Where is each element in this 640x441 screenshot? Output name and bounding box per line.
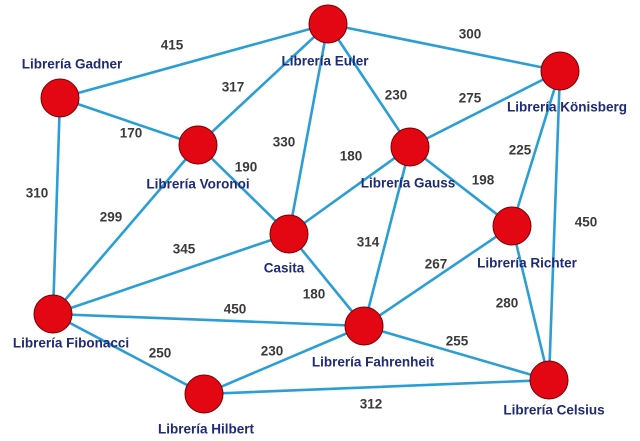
edge-weight-konisberg-richter: 225 — [509, 143, 532, 158]
edge-weight-fahrenheit-hilbert: 230 — [261, 344, 284, 359]
edge-voronoi-casita — [196, 143, 291, 236]
edge-weight-voronoi-casita: 190 — [235, 160, 258, 175]
edge-richter-celsius — [510, 224, 551, 382]
edge-gauss-richter — [408, 145, 514, 228]
edge-weight-hilbert-celsius: 312 — [360, 397, 383, 412]
edge-weight-fibonacci-fahrenheit: 450 — [224, 302, 247, 317]
edge-euler-voronoi — [196, 22, 330, 147]
edge-fahrenheit-hilbert — [202, 324, 366, 396]
edge-weight-konisberg-celsius: 450 — [575, 215, 598, 230]
edge-gadner-fibonacci — [51, 96, 62, 316]
edge-weight-gadner-euler: 415 — [161, 38, 184, 53]
node-label-richter: Librería Richter — [477, 256, 578, 271]
edge-casita-fahrenheit — [287, 232, 366, 328]
edge-weight-casita-fahrenheit: 180 — [303, 287, 326, 302]
edge-fibonacci-hilbert — [51, 312, 206, 396]
edge-euler-konisberg — [326, 22, 562, 73]
node-richter — [492, 206, 532, 246]
node-hilbert — [184, 374, 224, 414]
node-label-celsius: Librería Celsius — [503, 403, 604, 418]
edge-gauss-fahrenheit — [362, 145, 412, 328]
node-label-euler: Librería Euler — [281, 54, 369, 69]
nodes-layer — [33, 4, 580, 414]
edge-weight-euler-gauss: 230 — [385, 88, 408, 103]
node-konisberg — [540, 51, 580, 91]
node-casita — [269, 214, 309, 254]
edge-casita-fibonacci — [51, 232, 291, 316]
edge-weight-richter-fahrenheit: 267 — [425, 257, 448, 272]
edge-fahrenheit-celsius — [362, 324, 551, 382]
edge-weight-fibonacci-hilbert: 250 — [149, 346, 172, 361]
node-label-voronoi: Librería Voronoi — [146, 177, 249, 192]
edge-gauss-casita — [287, 145, 412, 236]
node-label-casita: Casita — [264, 261, 305, 276]
edge-konisberg-celsius — [547, 69, 562, 382]
edge-weight-gadner-fibonacci: 310 — [26, 186, 49, 201]
edge-gadner-euler — [58, 22, 330, 100]
edge-gauss-konisberg — [408, 69, 562, 149]
edge-weight-euler-konisberg: 300 — [459, 27, 482, 42]
edge-euler-gauss — [326, 22, 412, 149]
node-fibonacci — [33, 294, 73, 334]
edge-weight-richter-celsius: 280 — [496, 296, 519, 311]
node-voronoi — [178, 125, 218, 165]
edge-weight-gauss-fahrenheit: 314 — [357, 235, 380, 250]
node-label-gadner: Librería Gadner — [22, 57, 123, 72]
edge-weight-gauss-casita: 180 — [340, 149, 363, 164]
node-label-fahrenheit: Librería Fahrenheit — [312, 355, 435, 370]
edge-weight-euler-voronoi: 317 — [222, 80, 245, 95]
edge-richter-fahrenheit — [362, 224, 514, 328]
edge-weights-layer: 415 300 317 330 230 170 310 190 299 275 180 198 314 2… — [26, 27, 598, 412]
node-label-konisberg: Librería Könisberg — [507, 100, 627, 115]
edge-weight-fahrenheit-celsius: 255 — [446, 334, 469, 349]
node-label-fibonacci: Librería Fibonacci — [13, 336, 129, 351]
edges-layer — [51, 22, 562, 396]
node-gadner — [40, 78, 80, 118]
edge-fibonacci-fahrenheit — [51, 312, 366, 328]
node-label-gauss: Librería Gauss — [361, 176, 456, 191]
edge-weight-gauss-richter: 198 — [472, 173, 495, 188]
edge-euler-casita — [287, 22, 330, 236]
edge-weight-euler-casita: 330 — [273, 135, 296, 150]
edge-weight-gadner-voronoi: 170 — [120, 126, 143, 141]
edge-hilbert-celsius — [202, 378, 551, 396]
node-fahrenheit — [344, 306, 384, 346]
node-celsius — [529, 360, 569, 400]
edge-voronoi-fibonacci — [51, 143, 200, 316]
edge-konisberg-richter — [510, 69, 562, 228]
edge-weight-gauss-konisberg: 275 — [459, 91, 482, 106]
edge-weight-voronoi-fibonacci: 299 — [100, 210, 123, 225]
node-euler — [308, 4, 348, 44]
edge-weight-casita-fibonacci: 345 — [173, 242, 196, 257]
node-gauss — [390, 127, 430, 167]
node-label-hilbert: Librería Hilbert — [158, 422, 255, 437]
edge-gadner-voronoi — [58, 96, 200, 147]
